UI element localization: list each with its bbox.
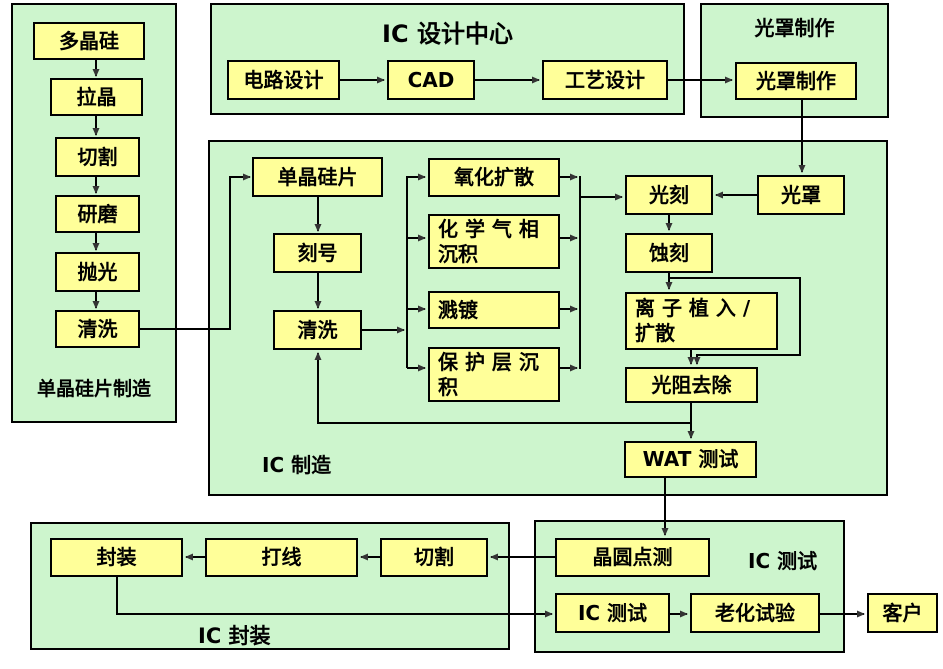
node-customer: 客户 — [867, 593, 938, 633]
node-wafer-probe: 晶圆点测 — [555, 538, 710, 577]
node-circuit-design: 电路设计 — [227, 60, 340, 100]
node-photolithography: 光刻 — [625, 175, 713, 215]
node-polishing: 抛光 — [55, 252, 140, 292]
node-wire-bonding: 打线 — [205, 538, 358, 577]
node-cad: CAD — [387, 60, 475, 100]
node-ic-test: IC 测试 — [555, 593, 670, 633]
node-polysilicon: 多晶硅 — [33, 22, 145, 60]
node-etching: 蚀刻 — [625, 233, 713, 273]
node-resist-strip: 光阻去除 — [625, 367, 758, 403]
node-monocrystal-wafer: 单晶硅片 — [252, 157, 383, 197]
panel-mask-making — [700, 3, 889, 118]
node-grinding: 研磨 — [55, 195, 140, 233]
node-crystal-pulling: 拉晶 — [50, 78, 143, 116]
node-mask-fabrication: 光罩制作 — [735, 62, 857, 100]
node-wat-test: WAT 测试 — [624, 441, 757, 478]
panel-title-wafer-manufacturing: 单晶硅片制造 — [36, 378, 151, 400]
node-oxidation-diffusion: 氧化扩散 — [428, 158, 560, 197]
node-ingot-cutting: 切割 — [55, 137, 140, 177]
node-ion-implant-diffusion: 离 子 植 入 / 扩散 — [625, 292, 778, 350]
node-cvd: 化 学 气 相 沉积 — [428, 214, 560, 269]
node-sputtering: 溅镀 — [428, 291, 560, 329]
panel-title-ic-packaging: IC 封装 — [198, 624, 271, 648]
node-photomask: 光罩 — [757, 175, 845, 215]
panel-title-ic-design-center: IC 设计中心 — [382, 20, 513, 48]
node-process-design: 工艺设计 — [542, 60, 668, 100]
panel-title-ic-testing: IC 测试 — [748, 549, 818, 573]
panel-title-mask-making: 光罩制作 — [754, 16, 835, 40]
node-marking: 刻号 — [273, 233, 362, 273]
node-passivation-deposition: 保 护 层 沉 积 — [428, 347, 560, 402]
node-wafer-cleaning: 清洗 — [55, 310, 140, 348]
node-burn-in-test: 老化试验 — [690, 593, 820, 633]
node-packaging: 封装 — [50, 538, 183, 577]
node-fab-cleaning: 清洗 — [273, 310, 362, 350]
node-wafer-dicing: 切割 — [380, 538, 488, 577]
panel-title-ic-fabrication: IC 制造 — [262, 453, 332, 477]
